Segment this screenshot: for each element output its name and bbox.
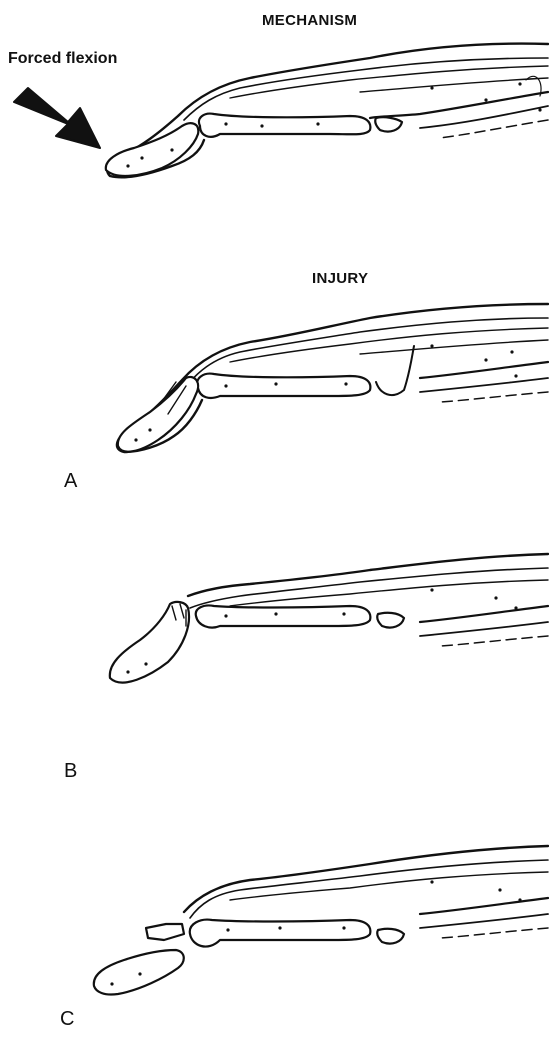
mechanism-finger-drawing [106, 44, 548, 178]
injury-a-finger-drawing [117, 304, 548, 452]
forced-flexion-arrow [14, 88, 100, 148]
injury-b-finger-drawing [110, 554, 548, 683]
injury-c-finger-drawing [94, 846, 548, 995]
